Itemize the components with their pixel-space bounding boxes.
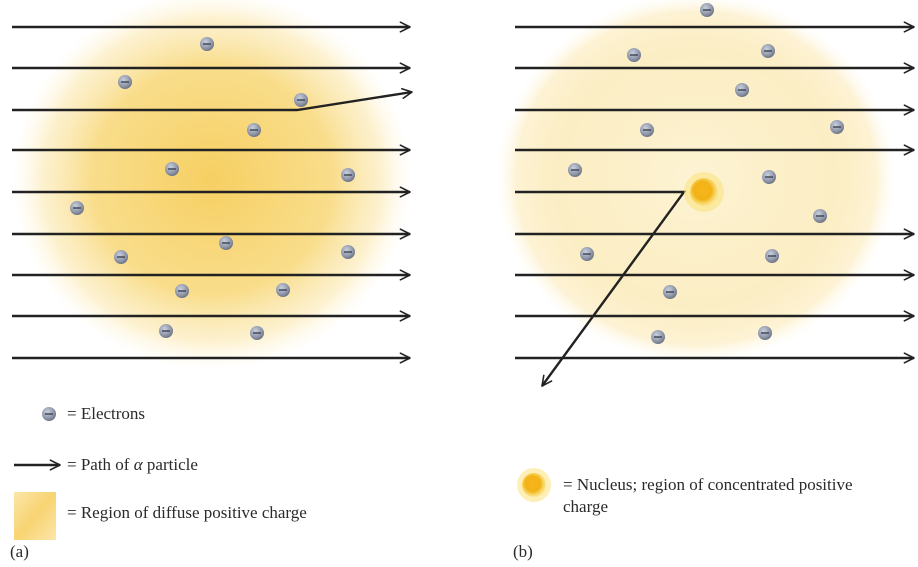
electron — [758, 326, 772, 340]
panel-b — [496, 0, 915, 387]
electron — [627, 48, 641, 62]
electron — [294, 93, 308, 107]
electron — [175, 284, 189, 298]
electron — [813, 209, 827, 223]
alpha-symbol: α — [133, 455, 143, 474]
electron — [651, 330, 665, 344]
legend-path-prefix: = Path of — [67, 455, 134, 474]
electron — [663, 285, 677, 299]
alpha-paths-a — [12, 21, 413, 364]
legend-positive-charge: = Region of diffuse positive charge — [67, 503, 307, 522]
alpha-path-deflected — [12, 87, 413, 112]
electron — [341, 245, 355, 259]
electron — [276, 283, 290, 297]
panel-a — [12, 0, 413, 370]
legend-electrons: = Electrons — [67, 404, 146, 423]
positive-charge-swatch-icon — [14, 492, 56, 540]
electron — [200, 37, 214, 51]
legend-symbols — [14, 407, 551, 540]
electrons-a — [70, 37, 355, 340]
electron — [762, 170, 776, 184]
electron — [700, 3, 714, 17]
legend-path-suffix: particle — [142, 455, 198, 474]
electron — [70, 201, 84, 215]
legend-alpha-path: = Path of α particle — [67, 455, 198, 475]
panel-label-b: (b) — [513, 542, 533, 561]
electron — [765, 249, 779, 263]
region-diffuse-positive-charge — [12, 0, 412, 370]
electron — [165, 162, 179, 176]
panel-label-a: (a) — [10, 542, 29, 561]
electron — [830, 120, 844, 134]
electron — [219, 236, 233, 250]
electron — [159, 324, 173, 338]
electron — [580, 247, 594, 261]
electron — [114, 250, 128, 264]
electrons-b — [568, 3, 844, 344]
electron — [761, 44, 775, 58]
electron — [341, 168, 355, 182]
electron — [247, 123, 261, 137]
electron — [735, 83, 749, 97]
electron-legend-icon — [42, 407, 56, 421]
electron — [118, 75, 132, 89]
alpha-paths-b — [515, 21, 915, 387]
electron — [568, 163, 582, 177]
electron — [250, 326, 264, 340]
nucleus — [684, 172, 724, 212]
legend-nucleus: = Nucleus; region of concentrated positi… — [563, 475, 853, 516]
nucleus-legend-icon — [517, 468, 551, 502]
electron — [640, 123, 654, 137]
